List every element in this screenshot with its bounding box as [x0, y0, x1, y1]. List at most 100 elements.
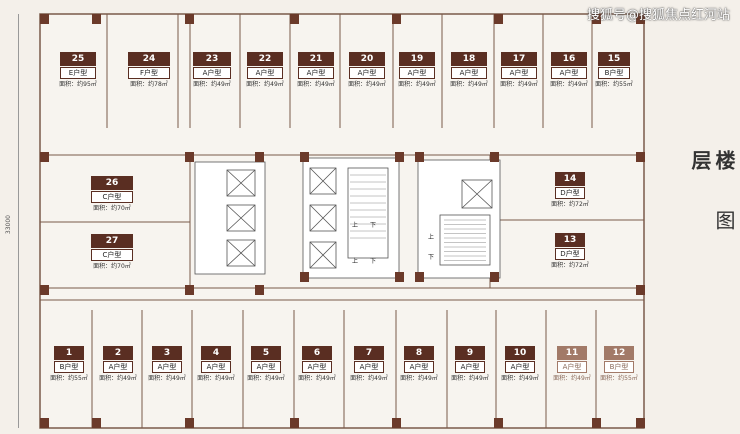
unit-area: 面积：约72㎡: [551, 201, 589, 208]
stair-mark: 下: [370, 258, 377, 265]
unit-area: 面积：约78㎡: [130, 81, 168, 88]
elevator-core-right: [417, 159, 501, 279]
elevator-core-left: [194, 161, 266, 275]
stair-mark: 上: [428, 234, 435, 241]
elevator-core-center: [302, 157, 400, 279]
unit-type: A户型: [501, 67, 537, 79]
unit-number: 16: [551, 52, 587, 66]
unit-area: 面积：约49㎡: [500, 81, 538, 88]
unit-area: 面积：约49㎡: [550, 81, 588, 88]
top-unit-walls: [106, 14, 593, 128]
unit-number: 21: [298, 52, 334, 66]
unit-type: C户型: [91, 249, 133, 261]
unit-number: 24: [128, 52, 170, 66]
unit-number: 23: [193, 52, 231, 66]
unit-type: A户型: [298, 67, 334, 79]
unit-type: A户型: [247, 67, 283, 79]
unit-area: 面积：约95㎡: [59, 81, 97, 88]
unit-area: 面积：约49㎡: [297, 81, 335, 88]
unit-type: A户型: [201, 361, 231, 373]
unit-number: 7: [354, 346, 384, 360]
unit-area: 面积：约49㎡: [247, 375, 285, 382]
unit-number: 11: [557, 346, 587, 360]
unit-number: 15: [598, 52, 630, 66]
unit-type: F户型: [128, 67, 170, 79]
unit-number: 9: [455, 346, 485, 360]
unit-area: 面积：约49㎡: [398, 81, 436, 88]
unit-number: 19: [399, 52, 435, 66]
unit-number: 4: [201, 346, 231, 360]
unit-type: A户型: [557, 361, 587, 373]
unit-area: 面积：约49㎡: [298, 375, 336, 382]
watermark: 搜狐号@搜狐焦点红河站: [586, 8, 730, 23]
unit-type: C户型: [91, 191, 133, 203]
unit-type: A户型: [251, 361, 281, 373]
stair-mark: 下: [428, 254, 435, 261]
unit-type: B户型: [54, 361, 84, 373]
unit-area: 面积：约49㎡: [197, 375, 235, 382]
dimension-line: [18, 14, 19, 428]
unit-type: E户型: [60, 67, 96, 79]
unit-area: 面积：约49㎡: [350, 375, 388, 382]
unit-number: 18: [451, 52, 487, 66]
unit-area: 面积：约49㎡: [99, 375, 137, 382]
bottom-unit-walls: [91, 310, 597, 428]
unit-area: 面积：约49㎡: [553, 375, 591, 382]
unit-area: 面积：约55㎡: [50, 375, 88, 382]
unit-number: 17: [501, 52, 537, 66]
dimension-label: 33000: [5, 215, 12, 235]
unit-number: 20: [349, 52, 385, 66]
unit-number: 1: [54, 346, 84, 360]
unit-number: 5: [251, 346, 281, 360]
unit-type: A户型: [399, 67, 435, 79]
unit-area: 面积：约49㎡: [501, 375, 539, 382]
unit-type: A户型: [349, 67, 385, 79]
unit-type: A户型: [404, 361, 434, 373]
unit-type: A户型: [152, 361, 182, 373]
stair-mark: 上: [352, 258, 359, 265]
unit-number: 26: [91, 176, 133, 190]
stair-mark: 上: [352, 222, 359, 229]
unit-area: 面积：约49㎡: [450, 81, 488, 88]
structural-columns: [40, 14, 645, 428]
unit-area: 面积：约49㎡: [148, 375, 186, 382]
stair-treads: [350, 174, 486, 261]
unit-number: 27: [91, 234, 133, 248]
unit-number: 8: [404, 346, 434, 360]
unit-area: 面积：约70㎡: [93, 205, 131, 212]
unit-number: 25: [60, 52, 96, 66]
unit-type: B户型: [598, 67, 630, 79]
unit-number: 22: [247, 52, 283, 66]
unit-type: B户型: [604, 361, 634, 373]
unit-type: A户型: [455, 361, 485, 373]
unit-type: A户型: [193, 67, 231, 79]
unit-area: 面积：约72㎡: [551, 262, 589, 269]
unit-type: D户型: [555, 187, 585, 199]
stair-mark: 下: [370, 222, 377, 229]
unit-area: 面积：约70㎡: [93, 263, 131, 270]
unit-number: 14: [555, 172, 585, 186]
unit-number: 12: [604, 346, 634, 360]
unit-type: A户型: [302, 361, 332, 373]
unit-number: 13: [555, 233, 585, 247]
unit-area: 面积：约49㎡: [400, 375, 438, 382]
unit-area: 面积：约49㎡: [246, 81, 284, 88]
unit-type: A户型: [354, 361, 384, 373]
unit-area: 面积：约49㎡: [193, 81, 231, 88]
unit-area: 面积：约49㎡: [348, 81, 386, 88]
unit-type: D户型: [555, 248, 585, 260]
unit-area: 面积：约55㎡: [595, 81, 633, 88]
unit-number: 6: [302, 346, 332, 360]
unit-area: 面积：约49㎡: [451, 375, 489, 382]
unit-type: A户型: [451, 67, 487, 79]
title-line1: 楼层: [688, 150, 736, 172]
unit-type: A户型: [505, 361, 535, 373]
unit-number: 3: [152, 346, 182, 360]
title-line2: 平面图: [712, 210, 740, 232]
unit-type: A户型: [103, 361, 133, 373]
unit-type: A户型: [551, 67, 587, 79]
unit-number: 2: [103, 346, 133, 360]
unit-area: 面积：约55㎡: [600, 375, 638, 382]
unit-number: 10: [505, 346, 535, 360]
